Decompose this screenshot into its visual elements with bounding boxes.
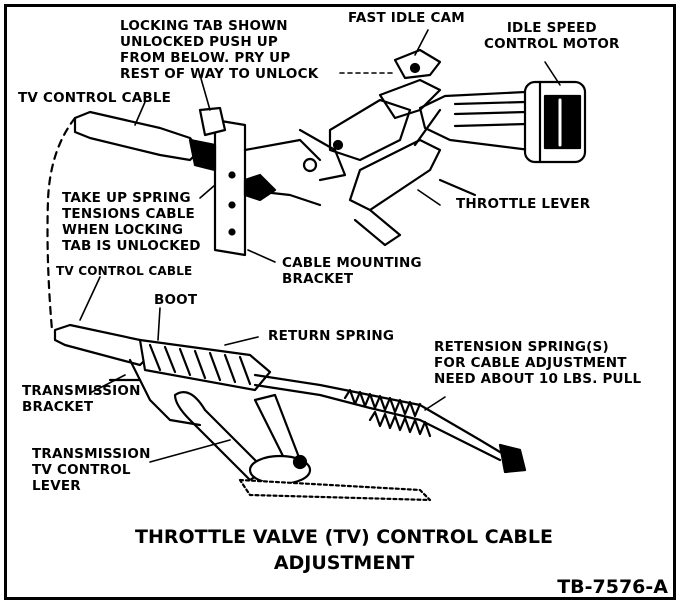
label-idle-speed-control-motor: IDLE SPEED CONTROL MOTOR — [484, 20, 620, 52]
label-transmission-bracket: TRANSMISSION BRACKET — [22, 383, 141, 415]
throttle-linkage — [298, 48, 477, 247]
label-return-spring: RETURN SPRING — [268, 328, 395, 344]
label-boot: BOOT — [154, 292, 198, 308]
idle-speed-control-motor — [418, 80, 587, 164]
leader-lines — [79, 29, 561, 463]
transmission-tv-lever — [173, 391, 432, 502]
label-tv-control-cable-top: TV CONTROL CABLE — [18, 90, 172, 106]
tv-control-cable-upper — [46, 106, 277, 332]
label-transmission-tv-lever: TRANSMISSION TV CONTROL LEVER — [32, 446, 151, 494]
label-cable-mounting-bracket: CABLE MOUNTING BRACKET — [282, 255, 422, 287]
label-take-up-spring: TAKE UP SPRING TENSIONS CABLE WHEN LOCKI… — [62, 190, 201, 254]
label-locking-tab: LOCKING TAB SHOWN UNLOCKED PUSH UP FROM … — [120, 18, 319, 82]
label-retension-spring: RETENSION SPRING(S) FOR CABLE ADJUSTMENT… — [434, 339, 642, 387]
label-throttle-lever: THROTTLE LEVER — [456, 196, 591, 212]
tv-control-cable-lower — [53, 323, 527, 474]
diagram-title-line1: THROTTLE VALVE (TV) CONTROL CABLE — [135, 526, 553, 548]
label-tv-control-cable-mid: TV CONTROL CABLE — [56, 264, 193, 278]
diagram-title-line2: ADJUSTMENT — [273, 552, 415, 574]
label-fast-idle-cam: FAST IDLE CAM — [348, 10, 465, 26]
figure-code: TB-7576-A — [557, 576, 668, 598]
